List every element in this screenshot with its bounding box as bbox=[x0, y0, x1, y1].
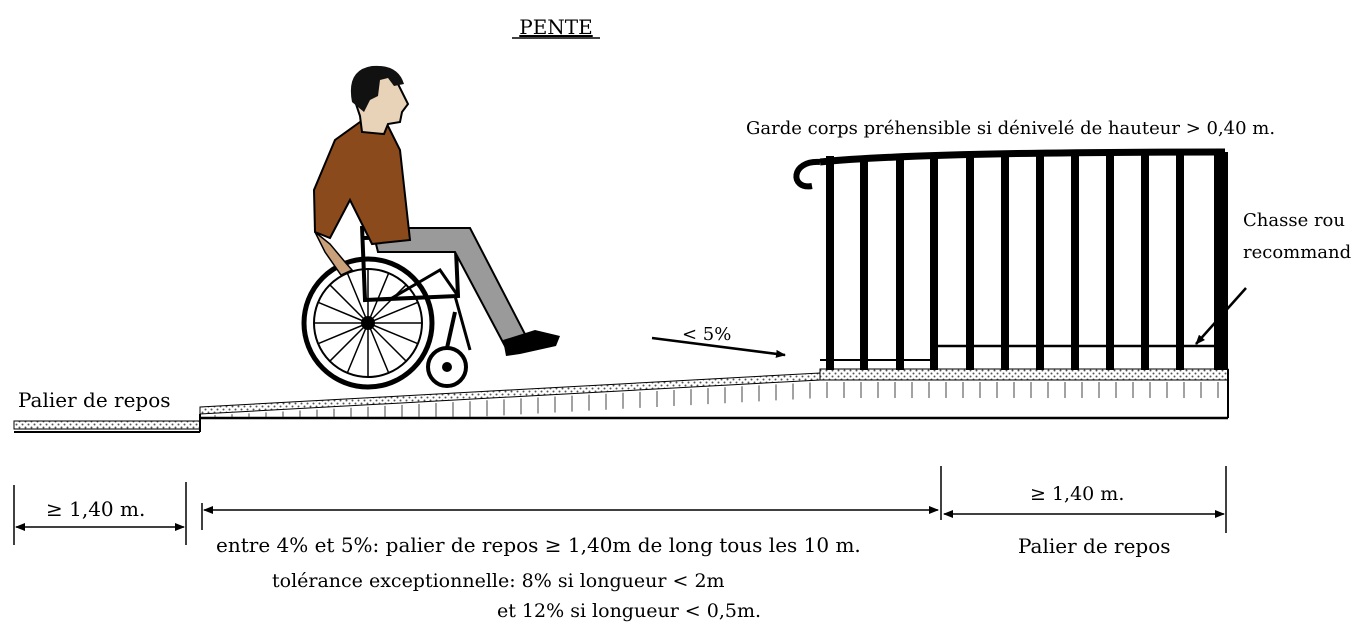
right-dimension-label: ≥ 1,40 m. bbox=[1030, 483, 1124, 505]
left-landing-slab bbox=[13, 420, 201, 433]
slope-rule-note-line2: tolérance exceptionnelle: 8% si longueur… bbox=[272, 570, 725, 592]
slope-rule-note-line1: entre 4% et 5%: palier de repos ≥ 1,40m … bbox=[216, 533, 861, 557]
slope-label: < 5% bbox=[682, 324, 731, 345]
ramp-surface bbox=[199, 372, 1228, 432]
slope-rule-note-line3: et 12% si longueur < 0,5m. bbox=[497, 600, 761, 622]
railing-balusters bbox=[826, 152, 1222, 370]
slope-arrow bbox=[651, 336, 786, 358]
kick-plate-label-line2: recommand bbox=[1243, 242, 1351, 263]
left-landing-label: Palier de repos bbox=[18, 388, 171, 412]
kick-plate-label-line1: Chasse rou bbox=[1243, 210, 1345, 231]
upper-landing-slab bbox=[819, 368, 1229, 418]
ramp-hatching bbox=[214, 382, 1219, 417]
wheelchair-user-figure bbox=[301, 65, 560, 390]
right-landing-label: Palier de repos bbox=[1018, 534, 1171, 558]
wheel-spokes bbox=[314, 269, 422, 377]
railing-label: Garde corps préhensible si dénivelé de h… bbox=[746, 118, 1275, 139]
kick-plate-pointer bbox=[1195, 287, 1247, 345]
railing-drawing bbox=[793, 148, 1228, 370]
left-dimension-label: ≥ 1,40 m. bbox=[46, 497, 145, 521]
diagram-title: PENTE bbox=[519, 15, 593, 39]
dimension-lines bbox=[13, 466, 1227, 545]
